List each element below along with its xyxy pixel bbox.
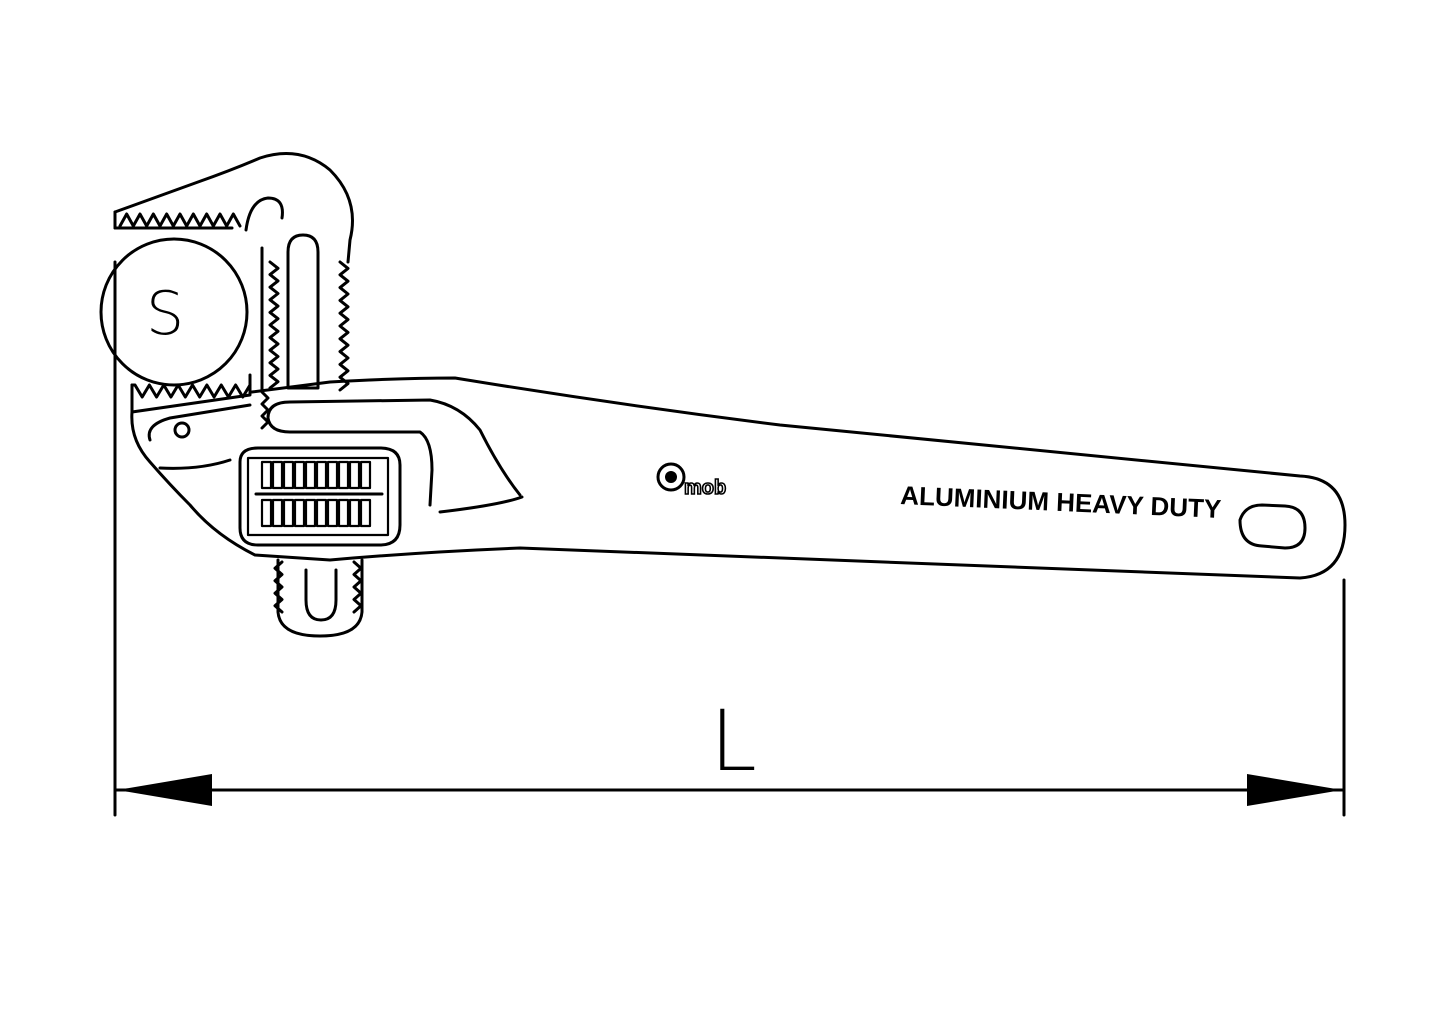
- knurl-cell: [260, 498, 273, 528]
- handle-text: ALUMINIUM HEAVY DUTY: [900, 480, 1222, 524]
- knurl-cell: [260, 460, 273, 490]
- knurl-cell: [282, 498, 295, 528]
- right-arrowhead: [1247, 774, 1342, 806]
- length-dimension: [113, 260, 1346, 817]
- threaded-rod: [260, 233, 364, 638]
- knurl-cell: [271, 460, 284, 490]
- knurl-cell: [304, 460, 317, 490]
- knurl-cell: [271, 498, 284, 528]
- knurl-cell: [282, 460, 295, 490]
- knurled-nut: [254, 460, 384, 528]
- knurl-cell: [359, 460, 372, 490]
- knurl-cell: [293, 460, 306, 490]
- pipe-size-label: S: [146, 279, 184, 349]
- knurl-cell: [315, 460, 328, 490]
- knurl-cell: [337, 498, 350, 528]
- hook-jaw: [113, 152, 354, 264]
- pipe-circle: [99, 237, 249, 387]
- knurl-cell: [326, 460, 339, 490]
- wrench-body: [130, 376, 1347, 580]
- knurl-cell: [348, 460, 361, 490]
- knurl-cell: [348, 498, 361, 528]
- knurl-cell: [359, 498, 372, 528]
- logo-text: mob: [684, 477, 726, 499]
- knurl-cell: [304, 498, 317, 528]
- heel-jaw: [130, 373, 252, 414]
- knurl-cell: [293, 498, 306, 528]
- length-label: L: [710, 692, 757, 790]
- left-arrowhead: [117, 774, 212, 806]
- knurl-cell: [315, 498, 328, 528]
- knurl-cell: [326, 498, 339, 528]
- knurl-cell: [337, 460, 350, 490]
- brand-logo: mob: [656, 462, 727, 500]
